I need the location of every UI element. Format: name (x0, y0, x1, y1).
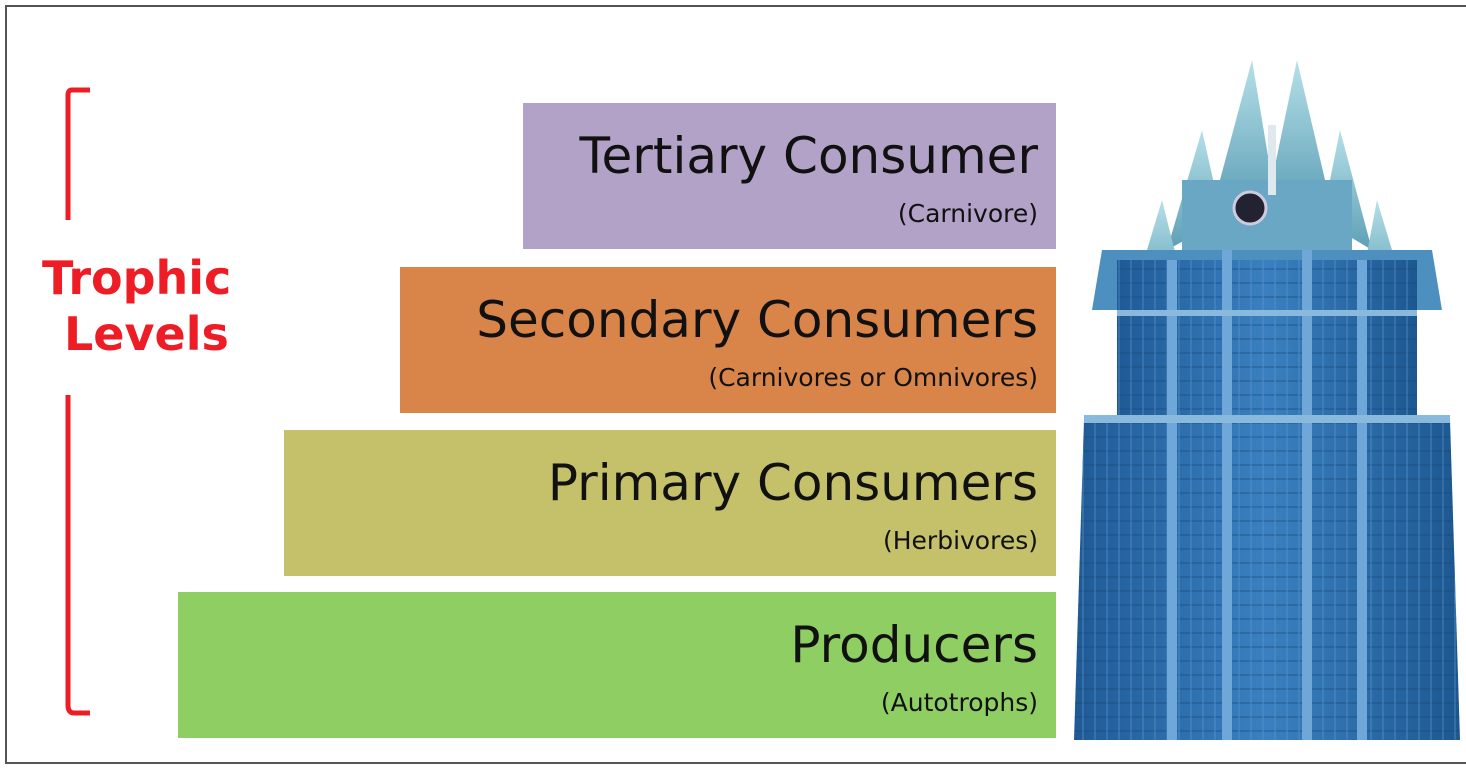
level-title: Tertiary Consumer (579, 127, 1039, 185)
level-title: Producers (790, 616, 1038, 674)
trophic-label-line1: Trophic (42, 251, 232, 305)
level-title: Primary Consumers (547, 454, 1038, 512)
skyscraper-icon (1074, 60, 1460, 740)
trophic-label-line2: Levels (64, 307, 229, 361)
level-subtitle: (Carnivore) (897, 199, 1038, 228)
level-subtitle: (Autotrophs) (880, 688, 1038, 717)
trophic-levels-bracket (65, 87, 90, 716)
level-primary-consumers: Primary Consumers (Herbivores) (284, 430, 1056, 576)
level-producers: Producers (Autotrophs) (178, 592, 1056, 738)
level-subtitle: (Herbivores) (882, 526, 1038, 555)
level-subtitle: (Carnivores or Omnivores) (708, 363, 1038, 392)
level-title: Secondary Consumers (476, 291, 1038, 349)
trophic-levels-label: Trophic Levels (42, 250, 252, 362)
level-secondary-consumers: Secondary Consumers (Carnivores or Omniv… (400, 267, 1056, 413)
diagram-frame (5, 5, 1466, 764)
level-tertiary-consumer: Tertiary Consumer (Carnivore) (523, 103, 1056, 249)
